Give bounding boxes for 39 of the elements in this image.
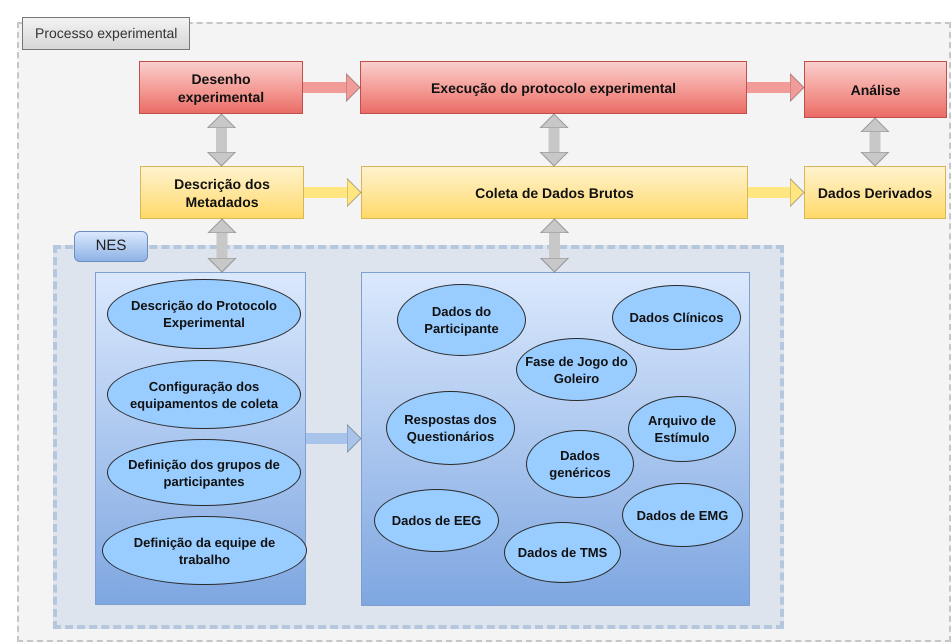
ellipse-label: Respostas dos Questionários <box>403 411 498 445</box>
group-panel <box>95 272 306 605</box>
box-label: Análise <box>850 80 900 98</box>
block-arrow <box>748 178 804 207</box>
double-block-arrow <box>540 218 569 272</box>
process-box <box>360 61 747 114</box>
process-box <box>361 166 748 219</box>
block-arrow <box>747 73 804 102</box>
block-arrow <box>306 424 362 453</box>
ellipse-label: Dados do Participante <box>423 303 500 337</box>
block-arrow <box>304 178 362 207</box>
group-panel <box>361 272 750 606</box>
process-box <box>804 61 947 118</box>
ellipse-label: Configuração dos equipamentos de coleta <box>128 378 280 412</box>
block-arrow <box>303 73 360 102</box>
box-label: Dados Derivados <box>818 184 932 202</box>
box-label: Descrição dos Metadados <box>173 174 271 210</box>
process-box <box>804 166 946 219</box>
ellipse-label: Fase de Jogo do Goleiro <box>524 352 629 386</box>
ellipse-label: Dados de TMS <box>518 544 608 561</box>
double-block-arrow <box>540 114 568 166</box>
process-box <box>139 61 303 114</box>
process-box <box>140 166 304 219</box>
double-block-arrow <box>208 218 236 272</box>
ellipse-label: Arquivo de Estímulo <box>647 412 717 446</box>
frame-title-tab: NES <box>74 231 148 262</box>
ellipse-label: Dados genéricos <box>548 447 612 481</box>
ellipse-label: Dados de EMG <box>636 506 728 524</box>
ellipse-label: Dados Clínicos <box>630 309 724 326</box>
box-label: Coleta de Dados Brutos <box>475 184 634 202</box>
double-block-arrow <box>860 118 890 166</box>
box-label: Execução do protocolo experimental <box>430 78 676 96</box>
ellipse-label: Descrição do Protocolo Experimental <box>130 297 278 331</box>
ellipse-label: Definição da equipe de trabalho <box>132 534 276 568</box>
frame-title-tab: Processo experimental <box>22 17 190 50</box>
ellipse-label: Definição dos grupos de participantes <box>127 456 281 490</box>
ellipse-label: Dados de EEG <box>392 512 482 529</box>
box-label: Desenho experimental <box>176 70 266 106</box>
double-block-arrow <box>207 114 236 166</box>
